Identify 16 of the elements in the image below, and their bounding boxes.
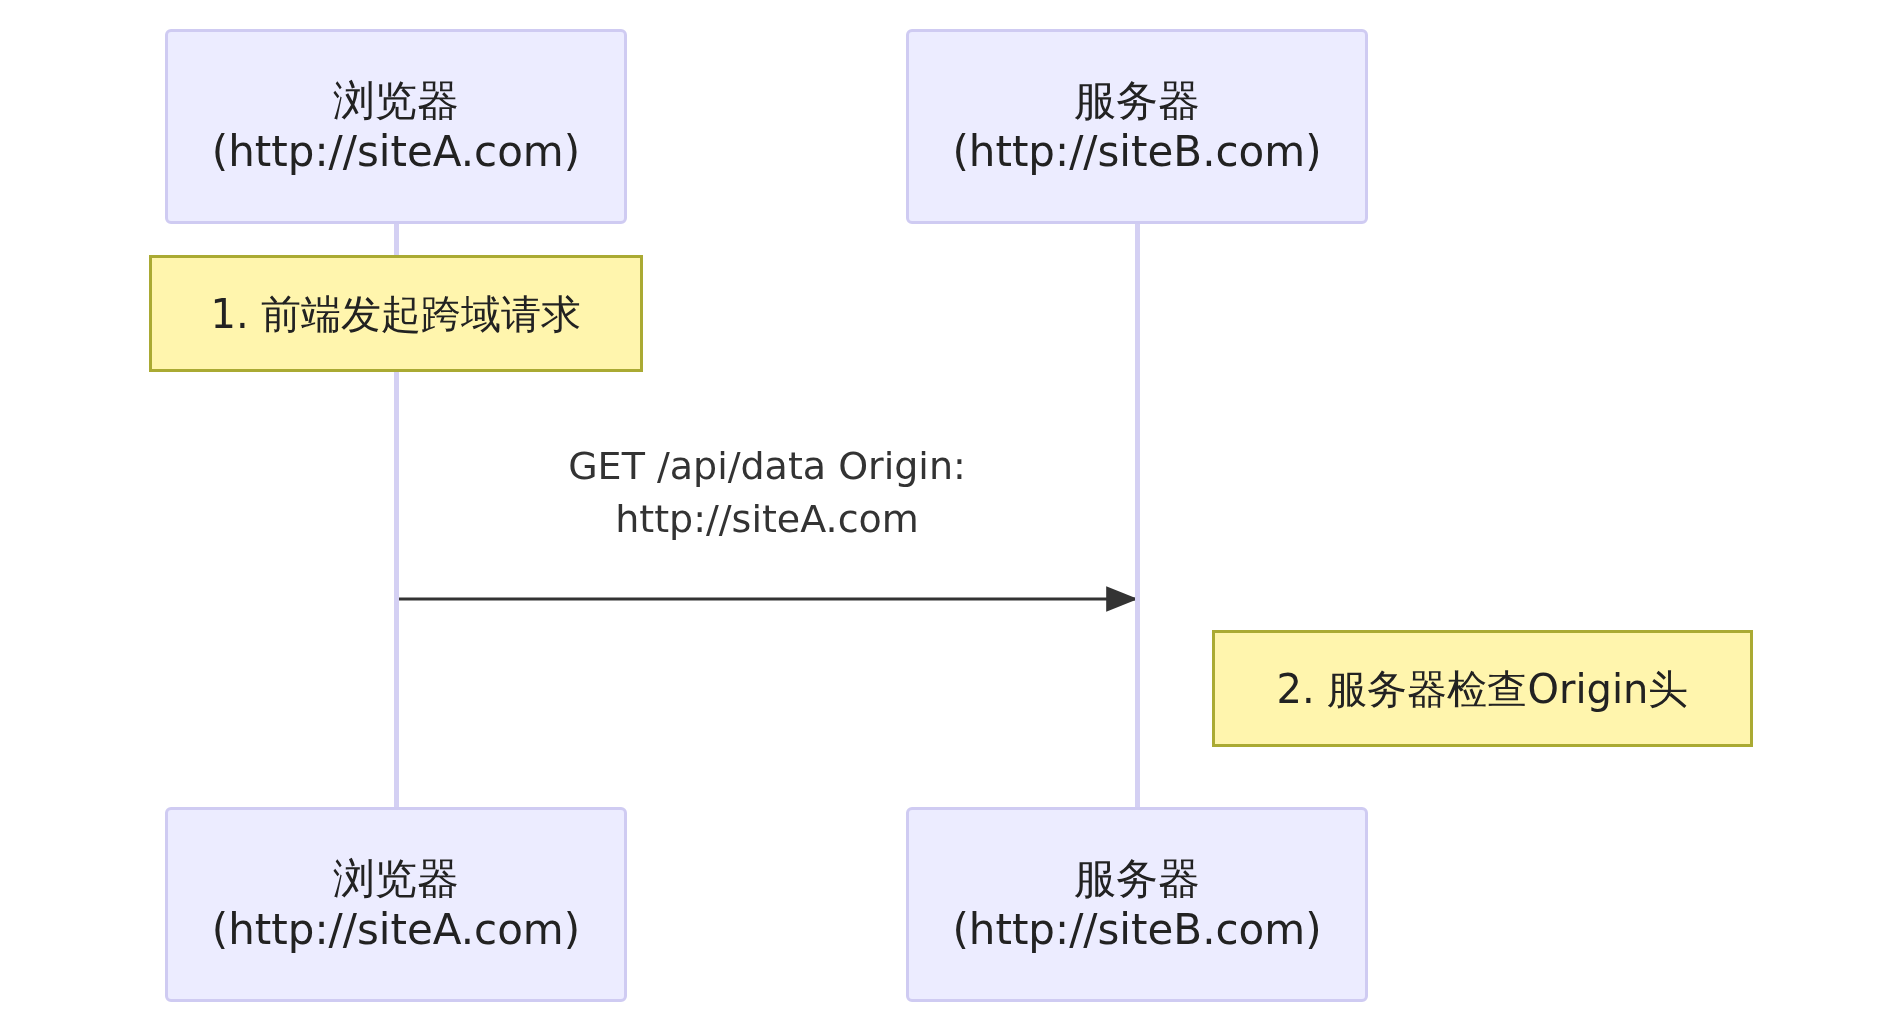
edge-label: GET /api/data Origin: http://siteA.com — [567, 443, 967, 544]
participant-label: 浏览器 (http://siteA.com) — [210, 76, 582, 177]
note-text: 1. 前端发起跨域请求 — [210, 289, 582, 338]
lifeline — [1135, 224, 1140, 807]
participant-label: 浏览器 (http://siteA.com) — [210, 854, 582, 955]
lifeline — [394, 372, 399, 807]
participant-box — [906, 29, 1368, 224]
participant-label: 服务器 (http://siteB.com) — [951, 76, 1323, 177]
note-box — [149, 255, 643, 372]
note-box — [1212, 630, 1753, 747]
participant-box — [906, 807, 1368, 1002]
participant-box — [165, 29, 627, 224]
participant-label: 服务器 (http://siteB.com) — [951, 854, 1323, 955]
participant-box — [165, 807, 627, 1002]
note-text: 2. 服务器检查Origin头 — [1276, 664, 1689, 713]
lifeline — [394, 224, 399, 255]
